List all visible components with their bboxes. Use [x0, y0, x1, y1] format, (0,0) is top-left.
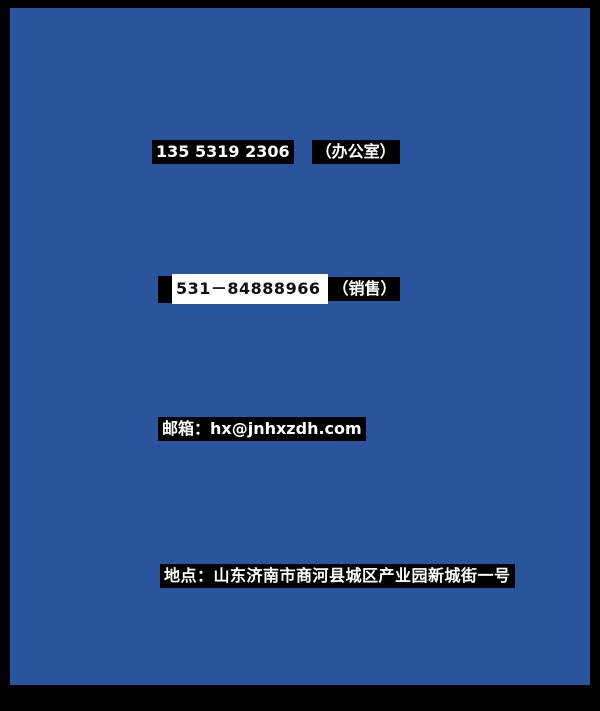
sales-phone-number-selected: 531－84888966	[172, 274, 329, 304]
office-phone-number: 135 5319 2306	[152, 140, 294, 164]
email-text: 邮箱：hx@jnhxzdh.com	[158, 417, 366, 441]
address-line: 地点：山东济南市商河县城区产业园新城街一号	[160, 564, 515, 588]
sales-phone-label: （销售）	[328, 277, 401, 301]
office-phone-line: 135 5319 2306 （办公室）	[152, 140, 400, 164]
page-background: 135 5319 2306 （办公室） 531－84888966 （销售） 邮箱…	[10, 8, 590, 685]
email-line: 邮箱：hx@jnhxzdh.com	[158, 417, 366, 441]
address-text: 地点：山东济南市商河县城区产业园新城街一号	[160, 564, 515, 588]
sales-phone-line: 531－84888966 （销售）	[158, 274, 401, 304]
highlight-lead-block	[158, 275, 172, 303]
office-phone-label: （办公室）	[311, 140, 400, 164]
